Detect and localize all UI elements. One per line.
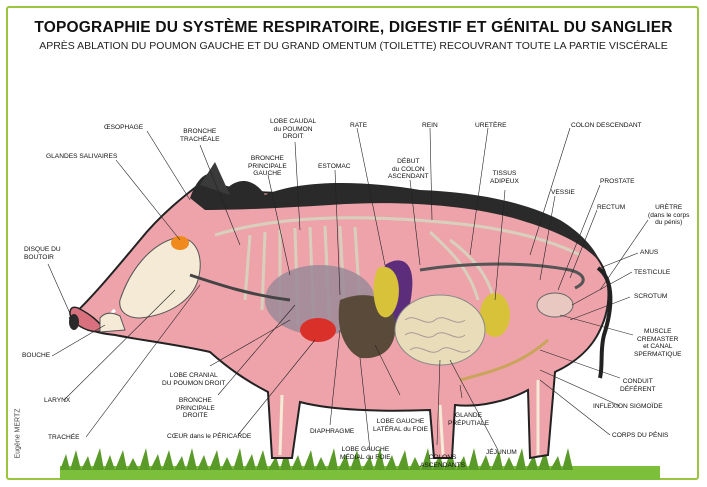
- label-muscle-cremaster: MUSCLE CREMASTER et CANAL SPERMATIQUE: [634, 328, 682, 358]
- label-lobe-gauche-lateral: LOBE GAUCHE LATÉRAL du FOIE: [373, 418, 428, 433]
- label-glandes-salivaires: GLANDES SALIVAIRES: [46, 153, 117, 161]
- label-inflexion-sigmoide: INFLEXION SIGMOÏDE: [593, 403, 663, 411]
- label-corps-du-penis: CORPS DU PÉNIS: [612, 432, 668, 440]
- testicle: [537, 293, 573, 317]
- label-rein: REIN: [422, 122, 438, 130]
- label-bronche-principale-gauche: BRONCHE PRINCIPALE GAUCHE: [248, 155, 287, 178]
- label-glande-preputiale: GLANDE PRÉPUTIALE: [448, 412, 489, 427]
- label-jejunum: JÉJUNUM: [486, 449, 517, 457]
- label-lobe-gauche-medial: LOBE GAUCHE MÉDIAL du FOIE: [340, 446, 391, 461]
- heart: [300, 318, 336, 342]
- label-larynx: LARYNX: [44, 397, 70, 405]
- salivary-gland-mark: [171, 236, 189, 250]
- label-prostate: PROSTATE: [600, 178, 635, 186]
- label-bronche-principale-droite: BRONCHE PRINCIPALE DROITE: [176, 397, 215, 420]
- label-bouche: BOUCHE: [22, 352, 50, 360]
- label-testicule: TESTICULE: [634, 269, 670, 277]
- label-uretre: URÈTRE (dans le corps du pénis): [648, 204, 689, 227]
- label-tissus-adipeux: TISSUS ADIPEUX: [490, 170, 519, 185]
- label-uretere: URETÈRE: [475, 122, 507, 130]
- label-colon-descendant: COLON DESCENDANT: [571, 122, 642, 130]
- label-debut-colon: DÉBUT du COLON ASCENDANT: [388, 158, 429, 181]
- label-conduit-deferent: CONDUIT DÉFÉRENT: [620, 378, 656, 393]
- label-diaphragme: DIAPHRAGME: [310, 428, 354, 436]
- label-colons-ascendants: COLONS ASCENDANTS: [420, 454, 465, 469]
- label-rectum: RECTUM: [597, 204, 625, 212]
- label-rate: RATE: [350, 122, 367, 130]
- label-estomac: ESTOMAC: [318, 163, 351, 171]
- label-anus: ANUS: [640, 249, 658, 257]
- label-lobe-cranial: LOBE CRANIAL DU POUMON DROIT: [162, 372, 225, 387]
- label-lobe-caudal: LOBE CAUDAL du POUMON DROIT: [270, 118, 316, 141]
- label-scrotum: SCROTUM: [634, 293, 667, 301]
- label-disque-boutoir: DISQUE DU BOUTOIR: [24, 246, 61, 261]
- label-vessie: VESSIE: [551, 189, 575, 197]
- label-oesophage: ŒSOPHAGE: [104, 124, 143, 132]
- label-trachee: TRACHÉE: [48, 434, 80, 442]
- intestines: [395, 295, 485, 365]
- label-bronche-tracheale: BRONCHE TRACHÉALE: [180, 128, 220, 143]
- label-coeur: CŒUR dans le PÉRICARDE: [167, 433, 251, 441]
